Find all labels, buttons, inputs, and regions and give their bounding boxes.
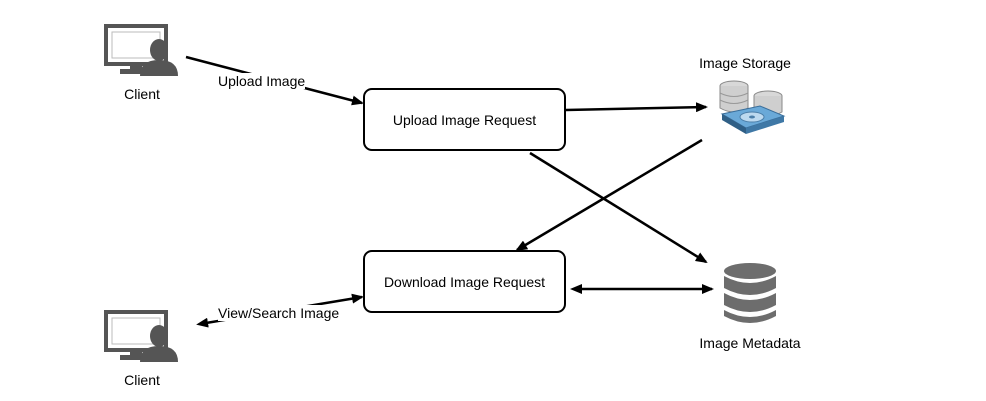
view-search-image-edge-label: View/Search Image [218,305,340,321]
edge-storage-to-download [515,138,703,252]
edge-upload-to-storage [565,102,708,113]
client-bottom-icon [104,310,180,362]
image-metadata-label: Image Metadata [699,335,801,351]
client-bottom-label: Client [124,372,160,388]
download-image-request-label: Download Image Request [383,273,546,290]
upload-image-edge-label: Upload Image [218,73,306,89]
database-icon [722,262,778,326]
download-image-request-box: Download Image Request [363,250,566,313]
upload-image-request-label: Upload Image Request [392,111,537,128]
image-storage-label: Image Storage [699,55,791,71]
upload-image-request-box: Upload Image Request [363,88,566,151]
hard-drive-storage-icon [716,76,786,138]
edge-upload-to-metadata [529,151,708,264]
client-top-icon [104,24,180,76]
client-top-label: Client [124,86,160,102]
